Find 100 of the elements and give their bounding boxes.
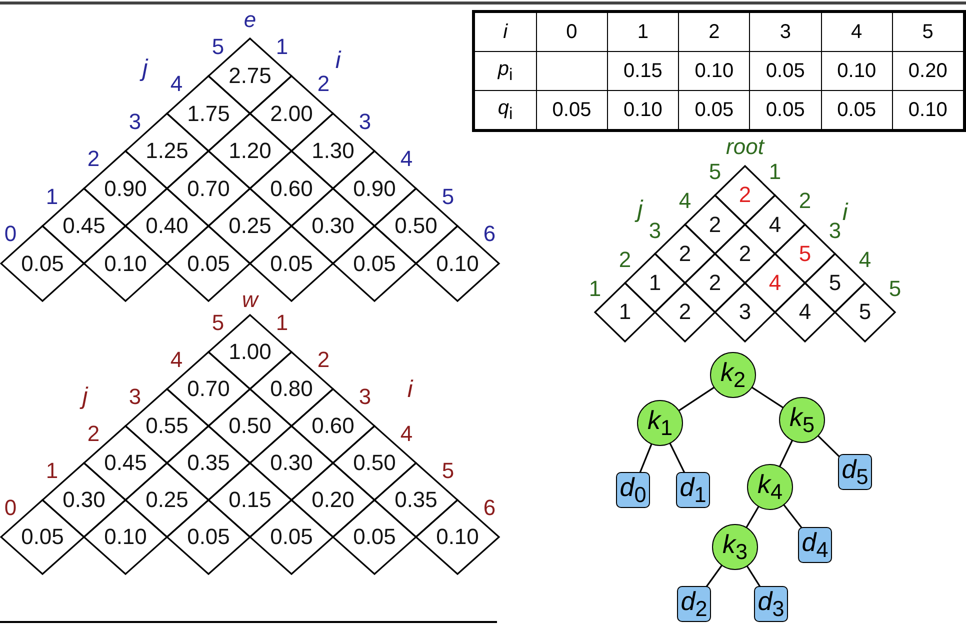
cell-value: 0.05 [353,526,396,548]
index-label: 3 [358,110,372,132]
dummy-leaf: d$_{3}$ [754,586,788,622]
axis-label: i [335,48,341,72]
cell-value: 0.30 [62,489,106,511]
tree-edge [669,442,686,474]
cell-value: 2 [738,242,752,265]
cell-value: 0.20 [312,489,354,511]
cell-value: 2 [678,242,692,265]
table-cell: 3 [750,12,821,52]
cell-value: 0.10 [104,252,147,274]
cell-value: 1 [618,301,632,324]
cell-value: 2 [708,272,722,294]
index-label: 1 [588,278,602,300]
cell-value: 1.20 [228,140,272,162]
cell-value: 0.05 [21,526,64,548]
dummy-leaf: d$_{2}$ [677,586,711,622]
index-label: 2 [87,423,100,445]
cell-value: 0.10 [104,526,147,548]
index-label: 5 [212,36,224,58]
index-label: 2 [317,73,330,95]
cell-value: 1.00 [228,341,272,363]
table-cell: 0.10 [821,52,892,90]
index-label: 3 [128,386,142,408]
cell-value: 0.40 [146,215,188,237]
index-label: 4 [170,349,183,371]
tree-edge [750,386,784,409]
cell-value: 0.90 [104,178,147,200]
cell-value: 0.05 [270,252,313,274]
index-label: 1 [768,161,782,183]
axis-label: i [407,378,413,402]
cell-value: 2 [678,301,692,324]
index-label: 4 [400,423,413,445]
index-label: 4 [400,148,413,170]
cell-value: 0.60 [312,415,354,437]
table-cell: 0.15 [607,52,679,90]
cell-value: 0.30 [312,215,354,237]
dummy-leaf: d$_{4}$ [798,527,832,563]
cell-value: 4 [798,301,812,324]
index-label: 5 [888,278,902,300]
cell-value: 0.70 [187,178,230,200]
index-label: 2 [618,248,632,271]
index-label: 0 [4,223,17,245]
cell-value: 0.10 [436,526,479,548]
index-label: 1 [276,36,288,58]
key-node: k$_{1}$ [637,400,683,446]
axis-label: w [242,289,258,311]
cell-value: 0.70 [187,378,230,400]
index-label: 3 [128,110,142,132]
cell-value: 0.05 [21,252,64,274]
axis-label: e [244,8,256,30]
tree-edge [678,386,716,412]
axis-label: i [842,201,848,225]
table-cell: 4 [821,12,892,52]
cell-value: 0.05 [187,526,230,548]
cell-value: 4 [768,272,782,294]
table-cell: 0 [536,12,608,52]
key-node: k$_{4}$ [747,464,793,510]
cell-value: 0.60 [270,178,313,200]
cell-value: 2.75 [228,65,272,87]
index-label: 2 [87,148,100,170]
index-label: 6 [483,223,496,245]
cell-value: 0.50 [394,215,438,237]
cell-value: 2 [708,214,722,236]
cell-value: 0.05 [353,252,396,274]
cell-value: 0.05 [187,252,230,274]
index-label: 4 [170,73,183,95]
index-label: 3 [358,386,372,408]
cell-value: 0.10 [436,252,479,274]
index-label: 4 [678,190,692,212]
cell-value: 3 [738,301,752,324]
dummy-leaf: d$_{5}$ [838,454,872,490]
axis-label: j [637,198,643,222]
index-label: 5 [442,460,454,482]
key-node: k$_{3}$ [712,524,758,570]
cell-value: 0.90 [353,178,396,200]
cell-value: 5 [828,272,842,294]
cell-value: 1.25 [146,140,188,162]
table-cell: i [474,12,536,52]
tree-edge [778,440,794,468]
tree-edge [745,506,760,528]
cell-value: 0.15 [228,489,272,511]
index-label: 6 [483,497,496,519]
cell-value: 5 [858,301,872,324]
cell-value: 0.25 [228,215,272,237]
cell-value: 0.35 [394,489,438,511]
cell-value: 1.30 [312,140,354,162]
tree-edge [638,443,653,474]
key-node: k$_{2}$ [710,352,756,398]
index-label: 4 [858,248,872,271]
index-label: 1 [46,186,58,208]
cell-value: 0.80 [270,378,313,400]
cell-value: 0.45 [104,452,147,474]
index-label: 1 [46,460,58,482]
table-cell: 2 [678,12,750,52]
cell-value: 0.30 [270,452,313,474]
cell-value: 5 [798,242,812,265]
table-cell: 1 [607,12,679,52]
cell-value: 0.55 [146,415,188,437]
index-label: 5 [442,186,454,208]
